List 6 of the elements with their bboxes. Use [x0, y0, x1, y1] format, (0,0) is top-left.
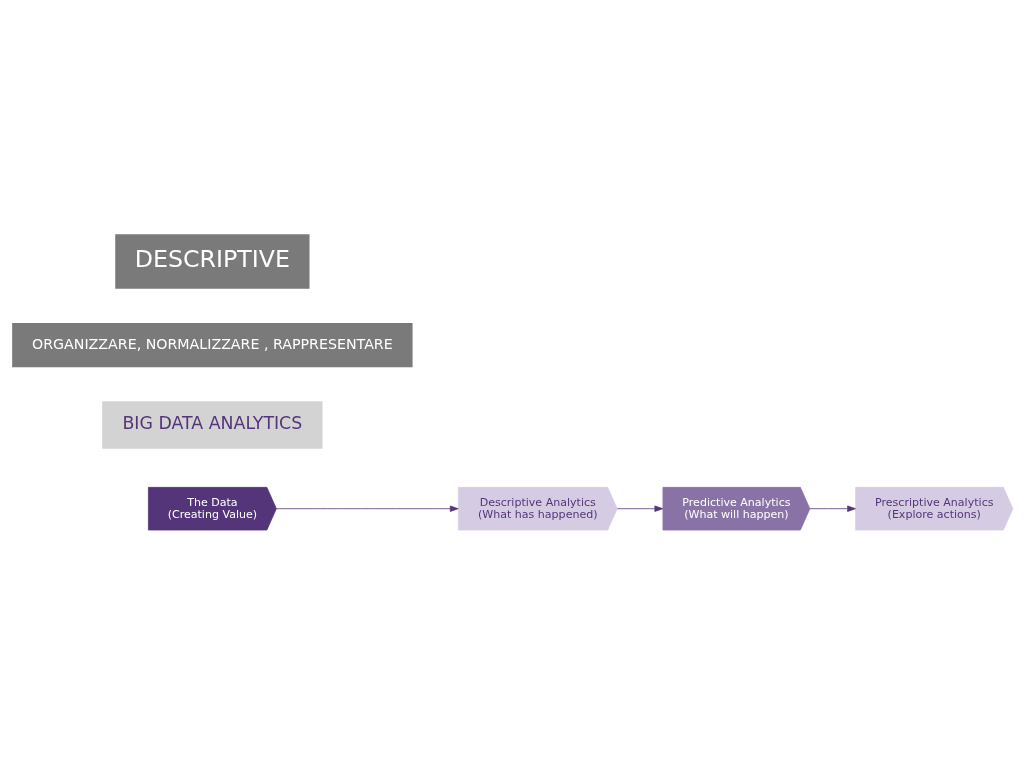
label: DESCRIPTIVE: [134, 244, 290, 273]
arrow: [809, 505, 856, 512]
arrow: [275, 505, 459, 512]
label: BIG DATA ANALYTICS: [121, 412, 302, 433]
label: ORGANIZZARE, NORMALIZZARE , RAPPRESENTARE: [31, 335, 393, 352]
arrow: [616, 505, 663, 512]
